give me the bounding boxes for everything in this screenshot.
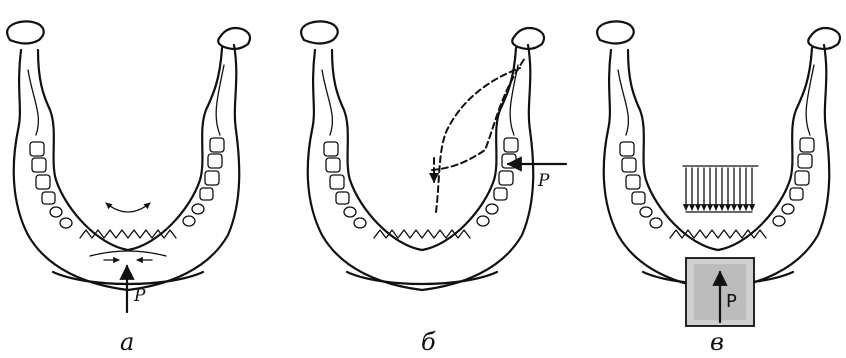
force-label-b: P [537, 171, 550, 191]
panel-label-a: а [120, 328, 134, 356]
mandible-outline-a [7, 21, 250, 290]
compression-arc-a [90, 251, 166, 256]
force-label-a: P [133, 286, 146, 306]
panel-b: P б [301, 21, 566, 356]
panel-label-c: в [710, 328, 724, 356]
distributed-load-c [683, 166, 758, 212]
fracture-line-b2 [432, 58, 525, 170]
panel-c: P в [597, 21, 840, 356]
panel-label-b: б [421, 328, 436, 356]
force-label-c: P [726, 291, 737, 312]
mandible-outline-c [597, 21, 840, 290]
panel-a: P а [7, 21, 250, 356]
bending-arrows-a [106, 203, 150, 212]
mandible-outline-b [301, 21, 544, 290]
